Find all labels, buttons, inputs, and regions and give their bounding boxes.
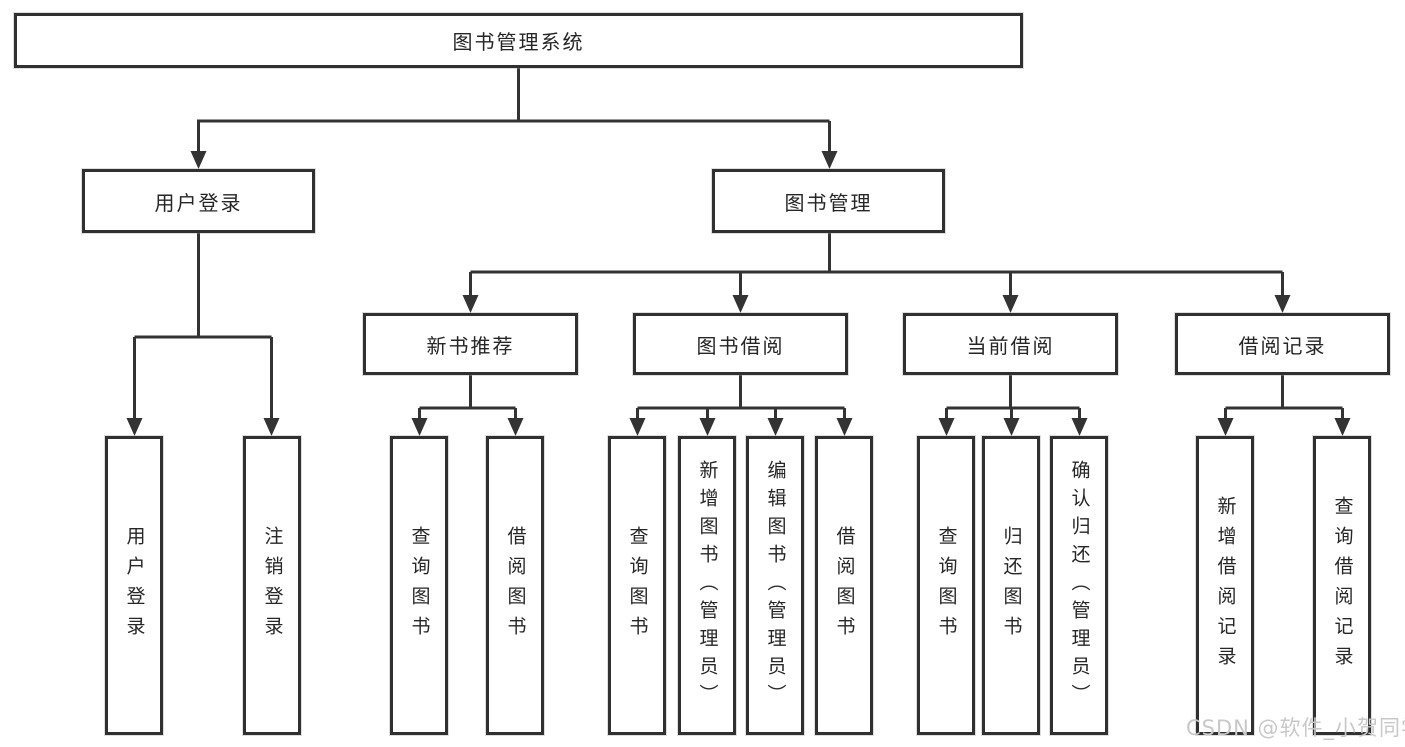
- connector-borrow-records-to-leaves: [1224, 375, 1344, 421]
- leaf-add-borrow-record: 新增借阅记录: [1196, 436, 1254, 735]
- leaf-query-borrow-record: 查询借阅记录: [1313, 436, 1371, 735]
- leaf-add-books-admin: 新增图书（管理员）: [678, 436, 736, 735]
- arrowheads-current-borrow-leaves: [938, 418, 1088, 436]
- node-library-system: 图书管理系统: [14, 13, 1023, 68]
- arrowheads-level3: [462, 295, 1291, 313]
- node-new-book-recommend: 新书推荐: [363, 313, 578, 375]
- leaf-edit-books-admin: 编辑图书（管理员）: [746, 436, 804, 735]
- connector-current-borrow-to-leaves: [945, 375, 1081, 421]
- leaf-query-books-current: 查询图书: [917, 436, 975, 735]
- connector-book-borrow-to-leaves: [636, 375, 846, 421]
- connector-new-book-to-leaves: [418, 375, 517, 421]
- leaf-confirm-return-admin: 确认归还（管理员）: [1050, 436, 1108, 735]
- leaf-return-books: 归还图书: [982, 436, 1040, 735]
- node-current-borrow: 当前借阅: [903, 313, 1118, 375]
- leaf-user-login: 用户登录: [105, 436, 163, 735]
- node-book-management: 图书管理: [712, 169, 945, 233]
- node-book-borrow: 图书借阅: [633, 313, 848, 375]
- leaf-logout-login: 注销登录: [243, 436, 301, 735]
- arrowheads-book-borrow-leaves: [629, 418, 853, 436]
- connector-user-login-to-leaves: [133, 233, 273, 421]
- leaf-borrow-books: 借阅图书: [815, 436, 873, 735]
- arrowheads-borrow-records-leaves: [1217, 418, 1351, 436]
- arrowheads-new-book-leaves: [411, 418, 524, 436]
- leaf-query-books-borrow: 查询图书: [608, 436, 666, 735]
- csdn-watermark: CSDN @软件_小贺同学: [1186, 716, 1405, 740]
- arrowheads-root-to-level2: [190, 151, 838, 169]
- connector-root-to-level2: [197, 68, 831, 154]
- node-user-login: 用户登录: [82, 169, 315, 233]
- arrowheads-user-login-leaves: [126, 418, 280, 436]
- connector-book-mgmt-to-level3: [469, 233, 1284, 298]
- leaf-borrow-books-recommend: 借阅图书: [486, 436, 544, 735]
- leaf-query-books-recommend: 查询图书: [390, 436, 448, 735]
- node-borrow-records: 借阅记录: [1175, 313, 1390, 375]
